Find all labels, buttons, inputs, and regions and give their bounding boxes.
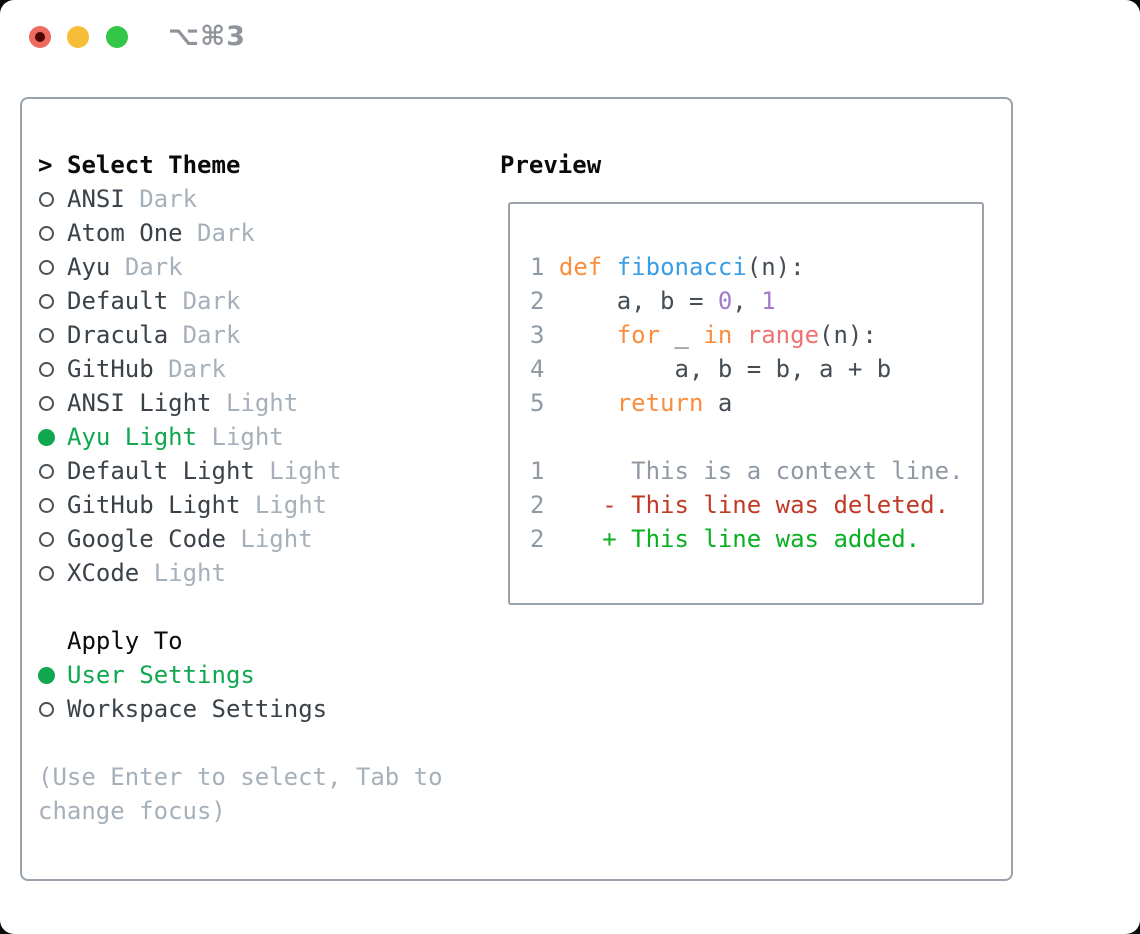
- code-line: 3 for _ in range(n):: [530, 321, 877, 349]
- theme-option-default-light[interactable]: Default Light Light: [38, 454, 342, 488]
- minimize-button[interactable]: [67, 26, 89, 48]
- radio-unselected-icon: [38, 692, 67, 726]
- radio-unselected-icon: [38, 216, 67, 250]
- radio-unselected-icon: [38, 182, 67, 216]
- diff-context-line: 1 This is a context line.: [530, 457, 964, 485]
- diff-added-line: 2 + This line was added.: [530, 522, 920, 556]
- radio-unselected-icon: [38, 352, 67, 386]
- line-number: 4: [530, 355, 545, 383]
- line-number: 2: [530, 525, 545, 553]
- hint-line-1: (Use Enter to select, Tab to: [38, 763, 443, 791]
- window-shortcut-label: ⌥⌘3: [168, 21, 246, 52]
- theme-name: Default: [67, 287, 169, 315]
- code-line: 1 def fibonacci(n):: [530, 253, 805, 281]
- radio-unselected-icon: [38, 284, 67, 318]
- theme-variant: Dark: [197, 219, 255, 247]
- deleted-text: - This line was deleted.: [602, 491, 950, 519]
- theme-option-ansi-light[interactable]: ANSI Light Light: [38, 386, 298, 420]
- apply-to-title: Apply To: [67, 627, 183, 655]
- apply-option-user-settings[interactable]: User Settings: [38, 658, 255, 692]
- theme-name: Google Code: [67, 525, 226, 553]
- function-token: fibonacci: [616, 253, 747, 281]
- radio-unselected-icon: [38, 454, 67, 488]
- theme-name: GitHub: [67, 355, 154, 383]
- theme-name: Default Light: [67, 457, 255, 485]
- theme-option-default-dark[interactable]: Default Dark: [38, 284, 240, 318]
- theme-option-google-code[interactable]: Google Code Light: [38, 522, 313, 556]
- theme-variant: Light: [225, 389, 299, 417]
- theme-name: Atom One: [67, 219, 183, 247]
- radio-unselected-icon: [38, 522, 67, 556]
- code-line: 5 return a: [530, 389, 733, 417]
- theme-variant: Light: [153, 559, 226, 587]
- radio-unselected-icon: [38, 250, 67, 284]
- radio-unselected-icon: [38, 318, 67, 352]
- code-line: 2 a, b = 0, 1: [530, 287, 776, 315]
- theme-name: Ayu: [67, 253, 111, 281]
- radio-unselected-icon: [38, 386, 67, 420]
- line-number: 2: [530, 491, 545, 519]
- theme-name: XCode: [67, 559, 140, 587]
- radio-selected-icon: [38, 658, 67, 692]
- close-button[interactable]: [29, 26, 51, 48]
- theme-option-ansi-dark[interactable]: ANSI Dark: [38, 182, 197, 216]
- theme-list-header: > Select Theme: [38, 148, 240, 182]
- added-text: + This line was added.: [602, 525, 921, 553]
- keyword-token: for: [616, 321, 661, 349]
- theme-name: Dracula: [67, 321, 169, 349]
- preview-pane: [508, 202, 984, 605]
- theme-list-title: Select Theme: [67, 151, 241, 179]
- number-token: 1: [761, 287, 776, 315]
- zoom-button[interactable]: [106, 26, 128, 48]
- theme-variant: Light: [240, 525, 313, 553]
- keyword-token: in: [703, 321, 733, 349]
- keyword-token: return: [616, 389, 704, 417]
- line-number: 2: [530, 287, 545, 315]
- apply-option-workspace-settings[interactable]: Workspace Settings: [38, 692, 327, 726]
- theme-variant: Dark: [182, 321, 241, 349]
- builtin-token: range: [746, 321, 820, 349]
- theme-name: ANSI Light: [67, 389, 212, 417]
- radio-unselected-icon: [38, 556, 67, 590]
- theme-name: GitHub Light: [67, 491, 241, 519]
- line-number: 1: [530, 253, 545, 281]
- theme-variant: Dark: [139, 185, 198, 213]
- radio-unselected-icon: [38, 488, 67, 522]
- line-number: 5: [530, 389, 545, 417]
- theme-variant: Light: [211, 423, 284, 451]
- theme-variant: Light: [269, 457, 342, 485]
- theme-option-ayu-dark[interactable]: Ayu Dark: [38, 250, 183, 284]
- hint-line-2: change focus): [38, 797, 226, 825]
- keyword-token: def: [558, 253, 603, 281]
- apply-option-label: Workspace Settings: [67, 695, 328, 723]
- radio-selected-icon: [38, 420, 67, 454]
- theme-variant: Light: [254, 491, 328, 519]
- theme-option-github-dark[interactable]: GitHub Dark: [38, 352, 226, 386]
- line-number: 1: [530, 457, 545, 485]
- theme-option-xcode-light[interactable]: XCode Light: [38, 556, 226, 590]
- theme-name: Ayu Light: [67, 423, 198, 451]
- theme-variant: Dark: [124, 253, 183, 281]
- number-token: 0: [717, 287, 733, 315]
- diff-deleted-line: 2 - This line was deleted.: [530, 488, 949, 522]
- theme-option-dracula-dark[interactable]: Dracula Dark: [38, 318, 240, 352]
- theme-variant: Dark: [182, 287, 241, 315]
- theme-name: ANSI: [67, 185, 125, 213]
- theme-option-ayu-light[interactable]: Ayu Light Light: [38, 420, 284, 454]
- code-line: 4 a, b = b, a + b: [530, 355, 892, 383]
- preview-title: Preview: [500, 151, 602, 179]
- cursor-icon: >: [38, 151, 53, 179]
- theme-option-github-light[interactable]: GitHub Light Light: [38, 488, 327, 522]
- theme-option-atom-one-dark[interactable]: Atom One Dark: [38, 216, 255, 250]
- apply-to-header: Apply To: [38, 624, 183, 658]
- line-number: 3: [530, 321, 545, 349]
- theme-variant: Dark: [168, 355, 226, 383]
- apply-option-label: User Settings: [67, 661, 255, 689]
